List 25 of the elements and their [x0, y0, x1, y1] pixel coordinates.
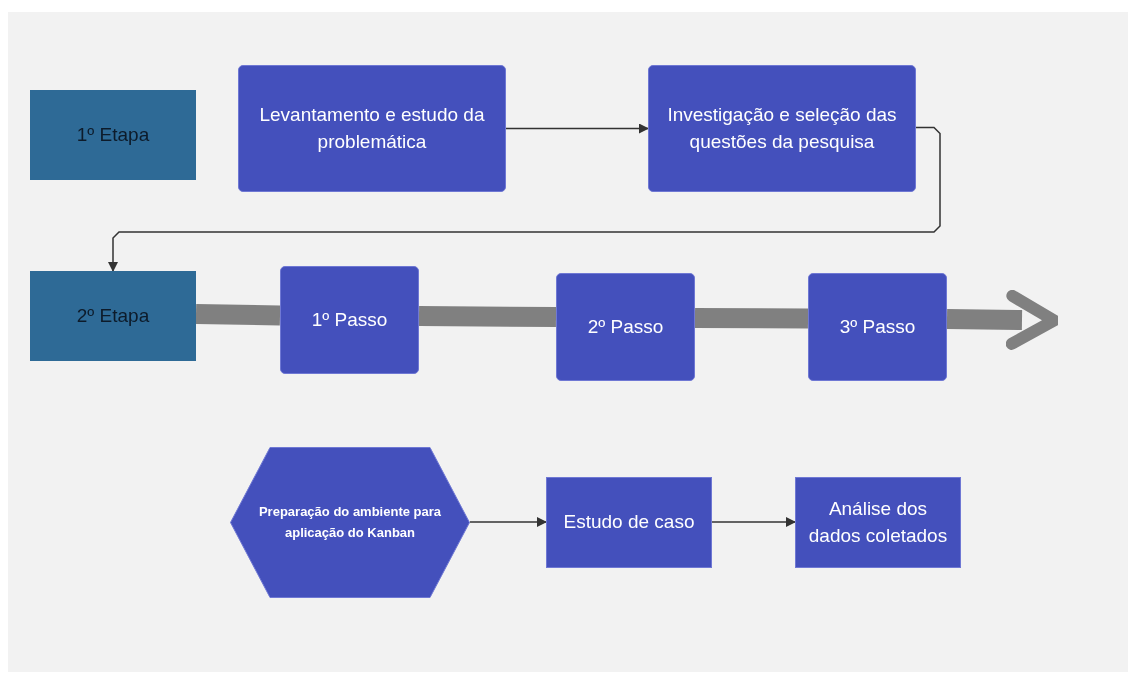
arrow [505, 123, 649, 134]
node-label: Investigação e seleção das questões da pesquisa [666, 102, 898, 154]
process-box [546, 477, 712, 568]
node-label: 3º Passo [839, 314, 916, 339]
stage-label-box [30, 271, 196, 361]
stage-label-box [30, 90, 196, 180]
node-label: Estudo de caso [563, 510, 695, 535]
preparation-hexagon [230, 447, 470, 598]
node-label: Análise dos dados coletados [807, 496, 949, 548]
node-label: Preparação do ambiente para aplicação do Kanban [257, 502, 443, 542]
node-label: Levantamento e estudo da problemática [258, 102, 486, 154]
process-box [795, 477, 961, 568]
node-label: 2º Etapa [76, 303, 150, 328]
step-box [556, 273, 695, 381]
step-box [280, 266, 419, 374]
process-box [648, 65, 916, 192]
step-box [808, 273, 947, 381]
node-label: 1º Passo [311, 307, 388, 332]
node-label: 1º Etapa [76, 122, 150, 147]
thick-arrow [946, 289, 1060, 350]
arrow [469, 517, 547, 527]
node-label: 2º Passo [587, 314, 664, 339]
arrow [108, 126, 941, 272]
process-box [238, 65, 506, 192]
arrow [711, 517, 796, 527]
